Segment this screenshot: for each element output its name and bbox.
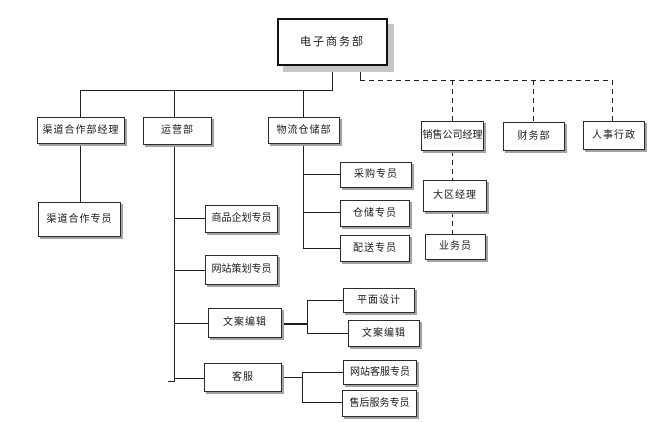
node-customer-service: 客服 (204, 363, 282, 392)
node-channel-cooperation-specialist: 渠道合作专员 (38, 202, 121, 237)
node-copywriting-editor: 文案编辑 (208, 308, 282, 338)
node-ecommerce-dept-label: 电子商务部 (300, 35, 365, 48)
connector-dashed-to-finance (533, 80, 534, 122)
node-operations-dept: 运营部 (143, 117, 212, 145)
connector-to-operations (174, 90, 175, 117)
node-delivery-specialist-label: 配送专员 (353, 242, 397, 254)
connector-spine-foot (168, 381, 175, 382)
connector-to-web-cs (302, 372, 343, 373)
node-warehousing-specialist-label: 仓储专员 (353, 207, 397, 219)
connector-dashed-to-salesperson (452, 212, 453, 234)
node-purchasing-specialist-label: 采购专员 (354, 169, 398, 180)
node-customer-service-label: 客服 (232, 371, 254, 383)
connector-to-copywriting (174, 323, 208, 324)
node-finance-dept-label: 财务部 (517, 130, 551, 142)
node-warehousing-specialist: 仓储专员 (340, 200, 410, 227)
connector-to-after-sales (302, 402, 342, 403)
connector-to-graphic-design (307, 300, 343, 301)
connector-to-delivery (303, 248, 340, 249)
connector-to-channel-manager (80, 90, 81, 117)
node-regional-manager: 大区经理 (423, 180, 487, 212)
connector-root-dashed-stub (360, 66, 361, 80)
node-operations-dept-label: 运营部 (161, 125, 194, 136)
connector-to-logistics (303, 90, 304, 117)
connector-to-channel-specialist (80, 144, 81, 202)
node-copy-editing: 文案编辑 (348, 320, 420, 347)
node-sales-company-manager: 销售公司经理 (421, 121, 484, 151)
connector-dashed-to-regional-manager (452, 151, 453, 180)
node-ecommerce-dept: 电子商务部 (277, 18, 388, 66)
node-copy-editing-label: 文案编辑 (362, 327, 406, 339)
connector-root-down (332, 66, 333, 91)
node-salesperson: 业务员 (425, 234, 486, 260)
node-website-planning-specialist-label: 网站策划专员 (211, 264, 272, 275)
connector-copywriting-out (282, 323, 307, 325)
node-after-sales-specialist-label: 售后服务专员 (349, 397, 410, 409)
connector-logistics-spine (303, 144, 304, 249)
node-logistics-warehouse-dept-label: 物流仓储部 (276, 124, 332, 136)
connector-operations-spine (174, 145, 175, 381)
node-website-planning-specialist: 网站策划专员 (205, 255, 278, 285)
node-salesperson-label: 业务员 (439, 241, 472, 252)
node-product-planning-specialist-label: 商品企划专员 (211, 213, 272, 224)
connector-to-customer-service (174, 378, 204, 379)
connector-dashed-to-hr-admin (612, 80, 613, 121)
node-purchasing-specialist: 采购专员 (340, 162, 412, 188)
node-website-cs-specialist-label: 网站客服专员 (350, 366, 410, 378)
connector-customer-service-branch (302, 372, 303, 403)
node-sales-company-manager-label: 销售公司经理 (422, 130, 483, 141)
node-graphic-design-label: 平面设计 (357, 294, 401, 306)
node-finance-dept: 财务部 (503, 122, 565, 151)
node-regional-manager-label: 大区经理 (433, 190, 477, 201)
connector-copywriting-branch (307, 300, 308, 334)
node-logistics-warehouse-dept: 物流仓储部 (268, 117, 340, 144)
connector-to-web-planning (174, 270, 205, 271)
connector-to-purchasing (303, 174, 340, 175)
node-channel-cooperation-specialist-label: 渠道合作专员 (46, 213, 113, 225)
node-graphic-design: 平面设计 (343, 288, 415, 313)
connector-customer-service-out (282, 377, 302, 378)
node-channel-cooperation-manager: 渠道合作部经理 (37, 117, 125, 144)
node-copywriting-editor-label: 文案编辑 (223, 317, 267, 328)
connector-to-product-planning (174, 218, 205, 219)
connector-level2-rail (80, 90, 333, 91)
connector-to-warehousing (303, 212, 340, 213)
node-hr-admin-label: 人事行政 (592, 129, 636, 141)
connector-dashed-to-sales-manager (452, 80, 453, 121)
connector-to-copy-editing (307, 333, 348, 334)
node-hr-admin: 人事行政 (583, 121, 645, 150)
node-after-sales-specialist: 售后服务专员 (342, 390, 417, 417)
node-product-planning-specialist: 商品企划专员 (205, 205, 278, 233)
node-website-cs-specialist: 网站客服专员 (343, 360, 417, 385)
connector-dashed-rail (360, 80, 613, 81)
node-channel-cooperation-manager-label: 渠道合作部经理 (42, 124, 120, 136)
node-delivery-specialist: 配送专员 (340, 235, 410, 262)
